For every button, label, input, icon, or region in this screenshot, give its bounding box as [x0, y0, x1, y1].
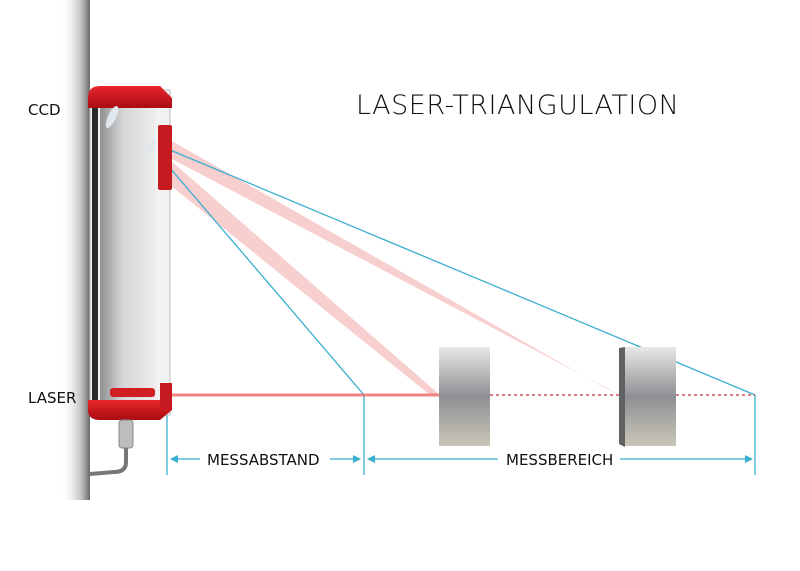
- target-far: [619, 347, 676, 447]
- dimension-arrowheads: [170, 455, 753, 463]
- measuring-range-label: MESSBEREICH: [503, 451, 617, 469]
- ccd-mirror: [105, 105, 119, 129]
- target-near: [439, 347, 490, 446]
- sensor-housing: [88, 86, 172, 420]
- reflected-beams: [115, 110, 620, 395]
- cable-connector: [89, 419, 134, 476]
- wall-shadow: [60, 0, 90, 500]
- laser-label: LASER: [28, 389, 77, 407]
- measuring-distance-label: MESSABSTAND: [204, 451, 323, 469]
- receiving-lens: [142, 139, 156, 157]
- laser-emitter: [110, 388, 155, 397]
- diagram-title: LASER-TRIANGULATION: [356, 90, 680, 121]
- ccd-label: CCD: [28, 101, 61, 119]
